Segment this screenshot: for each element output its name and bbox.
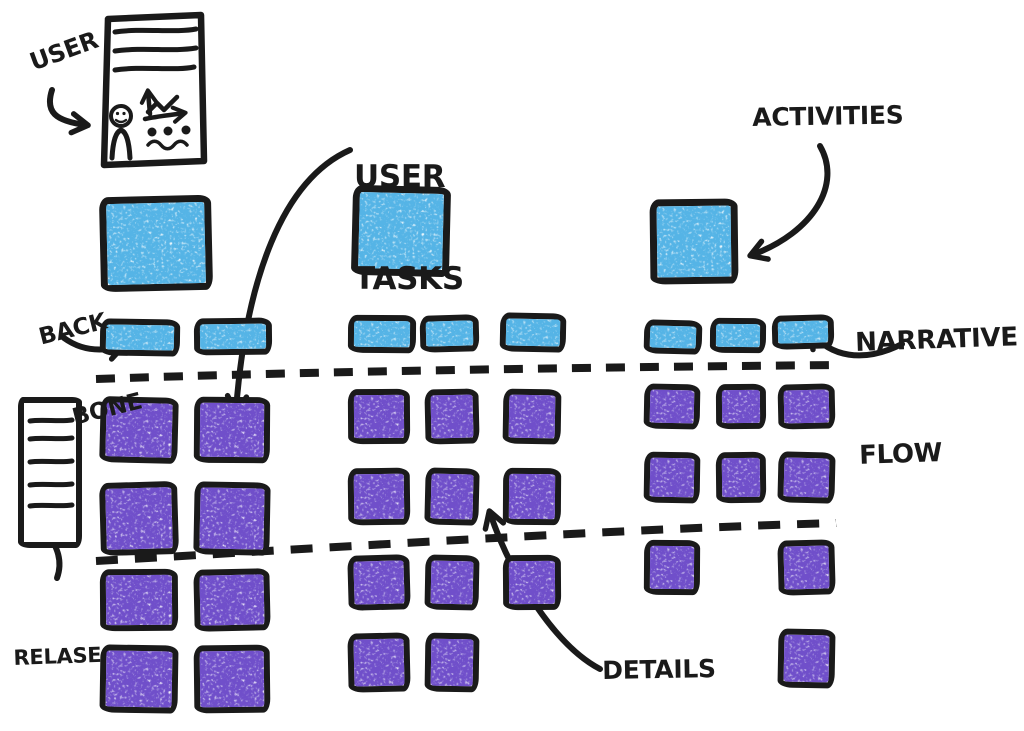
backbone-task-note	[643, 319, 703, 355]
detail-note	[193, 481, 271, 556]
chart-dot	[147, 127, 157, 137]
detail-note	[347, 467, 411, 526]
user-tasks-arrow	[224, 147, 353, 415]
details-label: DETAILS	[602, 654, 716, 685]
release-slice-label: RELASE SLICE	[13, 642, 102, 670]
stick-figure-eye	[122, 111, 126, 116]
persona-text-line	[112, 64, 197, 73]
detail-note	[424, 554, 480, 611]
detail-note	[502, 554, 562, 611]
detail-note	[777, 383, 836, 430]
detail-note	[502, 467, 562, 526]
user-tasks-label: USER TASKS	[354, 159, 464, 298]
detail-note	[715, 451, 767, 504]
user-arrow	[46, 87, 91, 136]
detail-note	[643, 451, 701, 504]
detail-note	[715, 383, 767, 430]
detail-note	[98, 480, 180, 557]
stick-figure-eye	[115, 111, 120, 116]
stick-figure-smile	[114, 118, 128, 124]
detail-note	[777, 539, 836, 596]
activity-note	[98, 194, 214, 293]
release-slice-lines	[27, 417, 75, 509]
backbone-task-note	[709, 317, 767, 354]
stick-figure-body	[109, 127, 133, 161]
detail-note	[643, 539, 701, 596]
detail-note	[777, 628, 836, 689]
detail-note	[347, 554, 411, 611]
detail-note	[193, 396, 271, 464]
detail-note	[347, 632, 411, 693]
detail-note	[424, 632, 480, 693]
detail-note	[424, 388, 480, 445]
release-slice-divider-2	[95, 519, 837, 565]
chart-dot	[163, 126, 173, 136]
activities-label: ACTIVITIES	[752, 100, 904, 132]
release-slice-box	[18, 397, 82, 548]
chart-right-arrow	[142, 105, 188, 124]
detail-note	[502, 388, 562, 445]
detail-note	[347, 388, 411, 445]
activities-arrow	[747, 143, 831, 262]
detail-note	[193, 568, 271, 632]
detail-note	[99, 568, 179, 632]
detail-note	[424, 467, 480, 526]
chart-zigzag	[145, 94, 180, 115]
backbone-task-note	[499, 312, 567, 353]
narrative-flow-label: NARRATIVE FLOW	[854, 322, 1019, 472]
chart-dot	[181, 125, 191, 135]
chart-squiggle	[146, 139, 189, 151]
persona-text-line	[112, 26, 199, 35]
detail-note	[99, 644, 179, 714]
detail-note	[777, 451, 836, 504]
persona-text-line	[112, 45, 199, 54]
detail-note	[193, 644, 271, 714]
stick-figure-head	[109, 104, 133, 128]
backbone-task-note	[771, 314, 835, 350]
user-persona-card	[100, 11, 208, 169]
detail-note	[643, 383, 701, 430]
activity-note	[649, 198, 739, 285]
backbone-task-note	[193, 317, 273, 356]
